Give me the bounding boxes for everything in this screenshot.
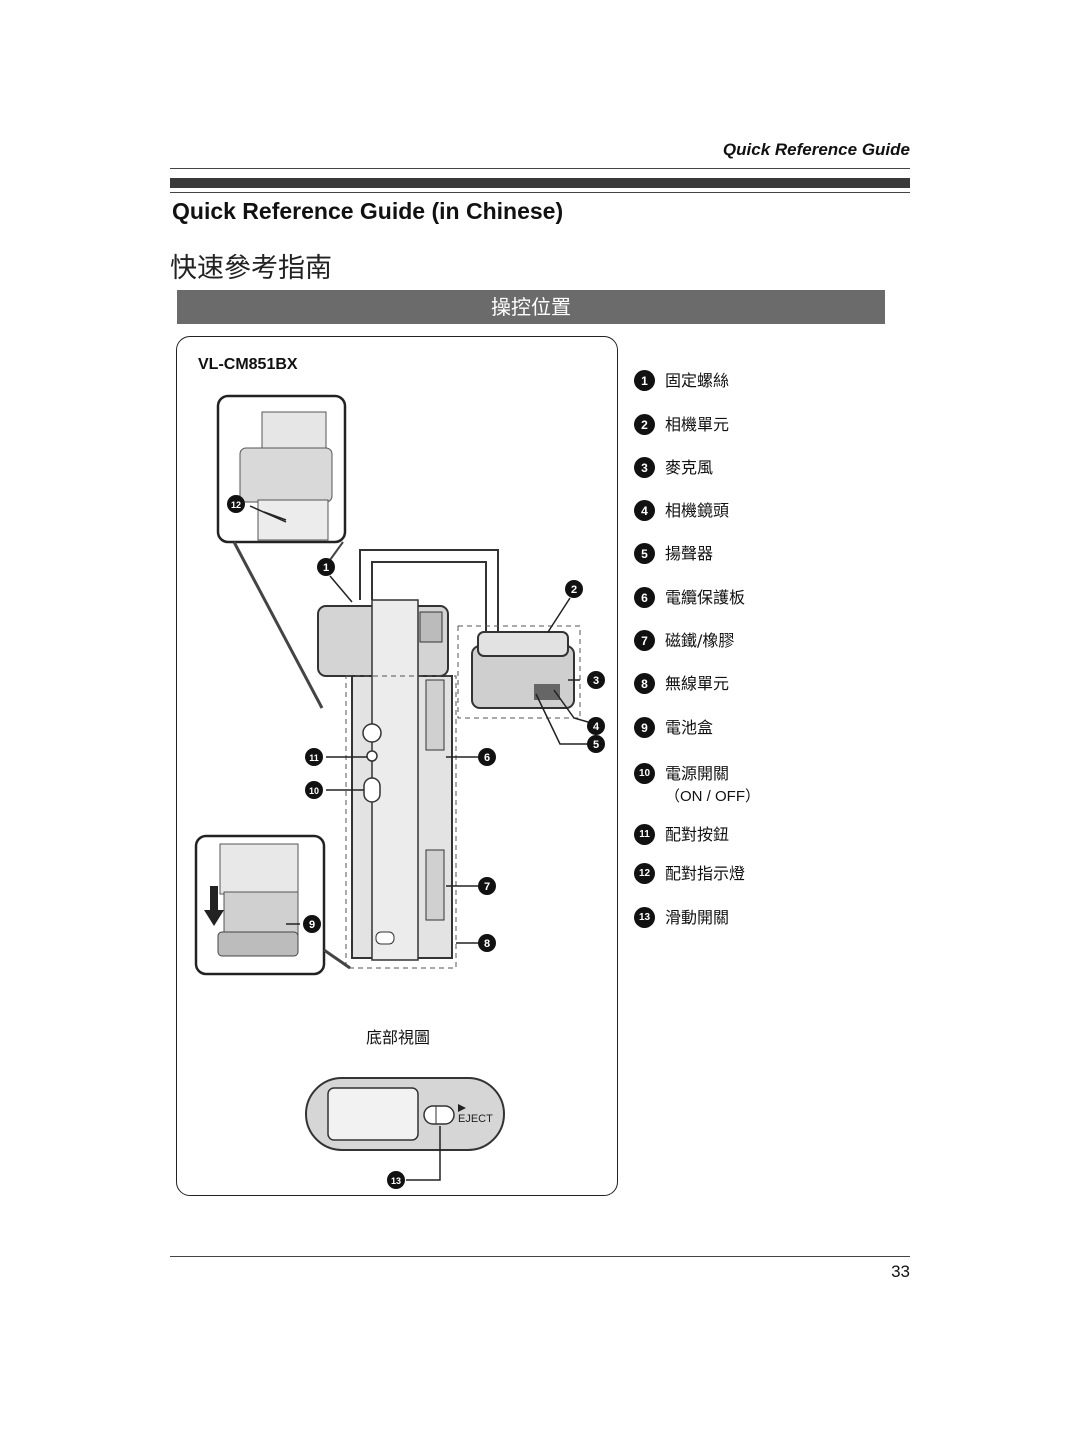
callout-10: 10 [305,781,323,799]
svg-text:6: 6 [484,752,490,764]
legend-label: 相機鏡頭 [665,501,730,520]
header-rule [170,168,910,169]
svg-text:4: 4 [593,721,600,733]
legend-label: 滑動開關 [665,908,730,927]
svg-text:12: 12 [231,500,241,510]
leader-lines [249,505,589,944]
callout-7: 7 [478,877,496,895]
camera-bracket [359,549,499,640]
callout-1: 1 [317,558,335,576]
svg-text:5: 5 [593,739,599,751]
legend-number: 8 [634,673,655,694]
legend-number: 13 [634,907,655,928]
bottom-view-caption: 底部視圖 [366,1028,431,1047]
legend-number: 2 [634,414,655,435]
svg-text:2: 2 [571,584,577,596]
callout-3: 3 [587,671,605,689]
down-arrow-icon [204,886,224,926]
legend-number: 9 [634,717,655,738]
footer-rule [170,1256,910,1257]
camera-dashed-box [457,625,581,719]
legend-item-5: 5 揚聲器 [634,543,713,564]
svg-text:7: 7 [484,881,490,893]
diagram-callouts: 1 2 3 4 5 6 7 8 9 10 11 12 13 [227,495,605,1189]
legend-item-2: 2 相機單元 [634,414,729,435]
legend-item-7: 7 磁鐵/橡膠 [634,630,734,651]
svg-text:11: 11 [309,753,319,763]
model-label: VL-CM851BX [198,356,298,373]
legend-item-10: 10 電源開關 （ON / OFF） [634,763,760,807]
legend-item-12: 12 配對指示燈 [634,863,745,884]
legend-number: 10 [634,763,655,784]
callout-9: 9 [303,915,321,933]
legend-label: 電池盒 [665,718,714,737]
callout-12: 12 [227,495,245,513]
inset-battery-box [194,834,351,976]
legend-item-6: 6 電纜保護板 [634,587,745,608]
svg-text:8: 8 [484,938,490,950]
title-rule [170,178,910,188]
camera-unit [471,631,575,709]
callout-13: 13 [387,1171,405,1189]
legend-item-8: 8 無線單元 [634,673,729,694]
wireless-dashed-box [345,675,457,969]
eject-arrow-icon [458,1104,466,1112]
legend-label: 麥克風 [665,458,714,477]
callout-8: 8 [478,934,496,952]
svg-text:3: 3 [593,675,599,687]
main-body [351,599,453,961]
legend-number: 6 [634,587,655,608]
legend-label: 磁鐵/橡膠 [665,631,735,650]
legend-label: 揚聲器 [665,544,714,563]
callout-4: 4 [587,717,605,735]
callout-6: 6 [478,748,496,766]
inset-pairing-indicator [216,394,347,709]
legend-label: 固定螺絲 [665,371,730,390]
running-header: Quick Reference Guide [722,140,910,159]
legend-label: 電纜保護板 [665,588,746,607]
legend-number: 7 [634,630,655,651]
legend-label: 配對按鈕 [665,825,730,844]
section-heading: 操控位置 [177,290,885,324]
legend-item-9: 9 電池盒 [634,717,713,738]
bottom-view-device: EJECT [305,1077,505,1181]
title-rule-thin [170,192,910,193]
legend-label: 無線單元 [665,674,730,693]
eject-label: EJECT [458,1113,493,1125]
callout-11: 11 [305,748,323,766]
legend-number: 3 [634,457,655,478]
legend-label-group: 電源開關 （ON / OFF） [665,763,760,807]
svg-text:9: 9 [309,919,315,931]
legend-item-4: 4 相機鏡頭 [634,500,729,521]
diagram-panel [176,336,618,1196]
legend-label: 相機單元 [665,415,730,434]
page-number: 33 [891,1262,910,1281]
svg-text:10: 10 [309,786,319,796]
legend-number: 4 [634,500,655,521]
legend-label: 配對指示燈 [665,864,746,883]
legend-item-11: 11 配對按鈕 [634,824,729,845]
legend-number: 1 [634,370,655,391]
legend-number: 5 [634,543,655,564]
svg-text:13: 13 [391,1176,401,1186]
legend-item-13: 13 滑動開關 [634,907,729,928]
legend-item-3: 3 麥克風 [634,457,713,478]
legend-number: 11 [634,824,655,845]
slide-switch [423,1105,455,1125]
legend-sublabel: （ON / OFF） [665,788,760,805]
legend-number: 12 [634,863,655,884]
legend-item-1: 1 固定螺絲 [634,370,729,391]
page-title: Quick Reference Guide (in Chinese) [172,198,564,224]
svg-text:1: 1 [323,562,329,574]
callout-2: 2 [565,580,583,598]
page-subtitle: 快速參考指南 [170,253,332,284]
callout-5: 5 [587,735,605,753]
legend-label: 電源開關 [665,764,730,783]
